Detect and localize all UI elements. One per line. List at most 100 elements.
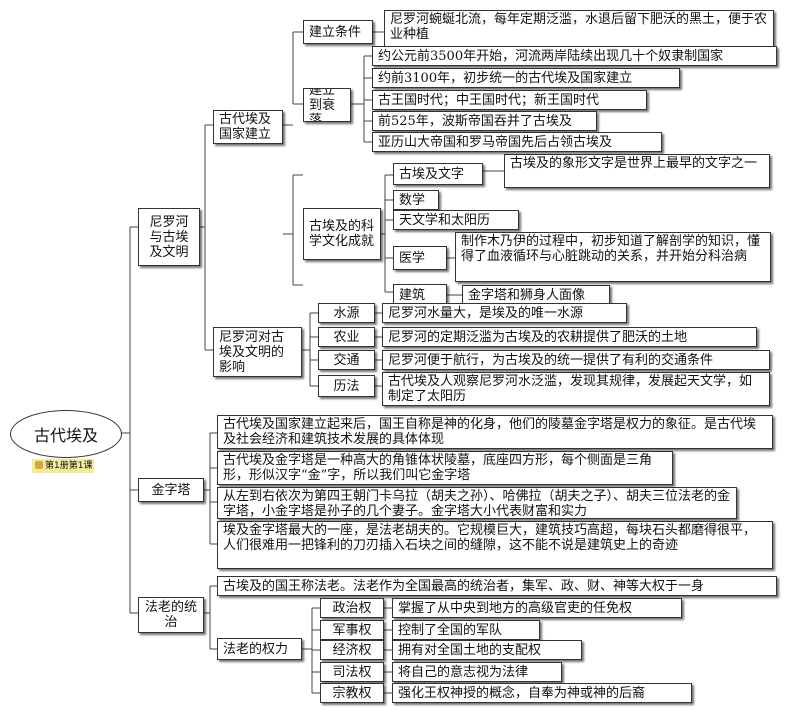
node-water-label: 水源: [333, 305, 360, 321]
rise-fall-item-5[interactable]: 亚历山大帝国和罗马帝国先后占领古埃及: [372, 132, 662, 152]
connector-pharaoh: [204, 585, 217, 650]
power-economic-label: 经济权: [332, 642, 372, 658]
node-transport[interactable]: 交通: [318, 350, 375, 370]
pyramid-item-2-text: 古代埃及金字塔是一种高大的角锥体状陵墓，底座四方形，每个侧面是三角形，形似汉字“…: [223, 453, 653, 483]
power-military-label: 军事权: [332, 622, 372, 638]
node-pyramid[interactable]: 金字塔: [138, 478, 204, 502]
root-node[interactable]: 古代埃及: [10, 410, 122, 458]
node-power-judicial[interactable]: 司法权: [320, 662, 384, 682]
node-medicine[interactable]: 医学: [393, 246, 447, 270]
node-pharaoh[interactable]: 法老的统治: [138, 597, 204, 633]
transport-text-content: 尼罗河便于航行，为古埃及的统一提供了有利的交通条件: [388, 352, 714, 368]
writing-text-content: 古埃及的象形文字是世界上最早的文字之一: [510, 156, 758, 171]
rise-fall-item-1[interactable]: 约公元前3500年开始，河流两岸陆续出现几十个奴隶制国家: [372, 46, 777, 66]
pharaoh-intro[interactable]: 古埃及的国王称法老。法老作为全国最高的统治者，集军、政、财、神等大权于一身: [217, 576, 777, 596]
connector-risefall: [351, 55, 372, 143]
pyramid-item-1[interactable]: 古代埃及国家建立起来后，国王自称是神的化身，他们的陵墓金字塔是权力的象征。是古代…: [217, 415, 773, 449]
rise-fall-item-4-text: 前525年，波斯帝国吞并了古埃及: [378, 113, 572, 129]
node-writing[interactable]: 古埃及文字: [393, 163, 483, 185]
node-math-label: 数学: [399, 192, 426, 208]
rise-fall-item-3[interactable]: 古王国时代；中王国时代；新王国时代: [372, 90, 647, 110]
node-power-political[interactable]: 政治权: [320, 598, 384, 618]
node-writing-label: 古埃及文字: [399, 166, 465, 182]
node-astronomy-label: 天文学和太阳历: [399, 212, 491, 228]
power-economic-text-content: 拥有对全国土地的支配权: [398, 642, 542, 658]
rise-fall-item-4[interactable]: 前525年，波斯帝国吞并了古埃及: [372, 111, 597, 131]
connector-state: [283, 31, 303, 126]
writing-text[interactable]: 古埃及的象形文字是世界上最早的文字之一: [504, 154, 770, 188]
node-conditions[interactable]: 建立条件: [303, 20, 373, 44]
node-rise-fall[interactable]: 建立到衰落: [303, 88, 351, 122]
connector-science: [283, 174, 303, 286]
transport-text[interactable]: 尼罗河便于航行，为古埃及的统一提供了有利的交通条件: [382, 350, 770, 370]
node-state-label: 古代埃及国家建立: [219, 112, 272, 142]
pyramid-item-2[interactable]: 古代埃及金字塔是一种高大的角锥体状陵墓，底座四方形，每个侧面是三角形，形似汉字“…: [217, 451, 673, 485]
pyramid-item-3-text: 从左到右依次为第四王朝门卡乌拉（胡夫之孙）、哈佛拉（胡夫之子）、胡夫三位法老的金…: [223, 489, 731, 519]
medicine-text-content: 制作木乃伊的过程中，初步知道了解剖学的知识，懂得了血液循环与心脏跳动的关系，并开…: [461, 234, 761, 264]
node-nile[interactable]: 尼罗河与古埃及文明: [138, 208, 200, 266]
connector-powers: [302, 607, 320, 694]
lesson-tag-label: 第1册第1课: [45, 461, 93, 471]
node-agriculture[interactable]: 农业: [318, 327, 375, 347]
conditions-text[interactable]: 尼罗河蜿蜒北流，每年定期泛滥，水退后留下肥沃的黑土，便于农业种植: [384, 10, 774, 48]
node-conditions-label: 建立条件: [309, 24, 362, 40]
node-math[interactable]: 数学: [393, 190, 439, 210]
node-calendar[interactable]: 历法: [318, 375, 375, 397]
node-rise-fall-label: 建立到衰落: [309, 88, 336, 122]
calendar-text[interactable]: 古代埃及人观察尼罗河水泛滥，发现其规律，发展起天文学，如制定了太阳历: [382, 372, 770, 406]
architecture-text-content: 金字塔和狮身人面像: [468, 287, 586, 303]
power-judicial-text-content: 将自己的意志视为法律: [398, 664, 529, 680]
node-medicine-label: 医学: [399, 250, 426, 266]
power-judicial-text[interactable]: 将自己的意志视为法律: [392, 662, 562, 682]
water-text-content: 尼罗河水量大，是埃及的唯一水源: [388, 305, 584, 321]
connector-influence: [302, 312, 318, 387]
water-text[interactable]: 尼罗河水量大，是埃及的唯一水源: [382, 303, 627, 323]
pyramid-item-3[interactable]: 从左到右依次为第四王朝门卡乌拉（胡夫之孙）、哈佛拉（胡夫之子）、胡夫三位法老的金…: [217, 487, 737, 519]
pyramid-item-4-text: 埃及金字塔最大的一座，是法老胡夫的。它规模巨大，建筑技巧高超，每块石头都磨得很平…: [223, 523, 757, 553]
node-pyramid-label: 金字塔: [151, 482, 191, 498]
connector-nile: [200, 124, 213, 351]
rise-fall-item-2[interactable]: 约前3100年，初步统一的古代埃及国家建立: [372, 68, 680, 88]
node-state[interactable]: 古代埃及国家建立: [213, 110, 283, 144]
node-influence[interactable]: 尼罗河对古埃及文明的影响: [213, 327, 302, 377]
power-religious-text[interactable]: 强化王权神授的概念，自奉为神或神的后裔: [392, 683, 692, 703]
power-religious-text-content: 强化王权神授的概念，自奉为神或神的后裔: [398, 685, 646, 701]
rise-fall-item-5-text: 亚历山大帝国和罗马帝国先后占领古埃及: [378, 134, 613, 150]
node-pharaoh-label: 法老的统治: [144, 600, 197, 630]
power-military-text-content: 控制了全国的军队: [398, 622, 503, 638]
lesson-tag: 第1册第1课: [32, 459, 94, 473]
root-title: 古代埃及: [33, 426, 98, 445]
architecture-text[interactable]: 金字塔和狮身人面像: [462, 285, 610, 305]
node-architecture-label: 建筑: [399, 287, 426, 303]
node-influence-label: 尼罗河对古埃及文明的影响: [219, 329, 285, 375]
node-power-religious[interactable]: 宗教权: [320, 683, 384, 703]
connector-pyramid: [204, 432, 217, 545]
power-judicial-label: 司法权: [332, 664, 372, 680]
node-transport-label: 交通: [333, 352, 360, 368]
node-powers-label: 法老的权力: [223, 641, 289, 657]
node-architecture[interactable]: 建筑: [393, 284, 447, 306]
node-power-economic[interactable]: 经济权: [320, 640, 384, 660]
rise-fall-item-3-text: 古王国时代；中王国时代；新王国时代: [378, 92, 600, 108]
node-powers[interactable]: 法老的权力: [217, 638, 302, 660]
medicine-text[interactable]: 制作木乃伊的过程中，初步知道了解剖学的知识，懂得了血液循环与心脏跳动的关系，并开…: [455, 232, 771, 282]
pyramid-item-1-text: 古代埃及国家建立起来后，国王自称是神的化身，他们的陵墓金字塔是权力的象征。是古代…: [223, 417, 757, 447]
tag-icon: [35, 461, 43, 469]
node-science[interactable]: 古埃及的科学文化成就: [303, 208, 381, 260]
power-political-text-content: 掌握了从中央到地方的高级官吏的任免权: [398, 600, 633, 616]
connector-power-items: [384, 607, 392, 694]
connector-science-items: [381, 174, 393, 293]
agriculture-text-content: 尼罗河的定期泛滥为古埃及的农耕提供了肥沃的土地: [388, 329, 688, 345]
node-nile-label: 尼罗河与古埃及文明: [149, 214, 189, 260]
rise-fall-item-2-text: 约前3100年，初步统一的古代埃及国家建立: [378, 70, 633, 86]
node-astronomy[interactable]: 天文学和太阳历: [393, 210, 519, 230]
power-economic-text[interactable]: 拥有对全国土地的支配权: [392, 640, 582, 660]
connector-influence-items: [375, 312, 382, 387]
agriculture-text[interactable]: 尼罗河的定期泛滥为古埃及的农耕提供了肥沃的土地: [382, 327, 757, 347]
node-power-military[interactable]: 军事权: [320, 620, 384, 640]
power-military-text[interactable]: 控制了全国的军队: [392, 620, 540, 640]
node-water[interactable]: 水源: [318, 303, 375, 323]
pyramid-item-4[interactable]: 埃及金字塔最大的一座，是法老胡夫的。它规模巨大，建筑技巧高超，每块石头都磨得很平…: [217, 521, 773, 569]
power-political-text[interactable]: 掌握了从中央到地方的高级官吏的任免权: [392, 598, 682, 618]
